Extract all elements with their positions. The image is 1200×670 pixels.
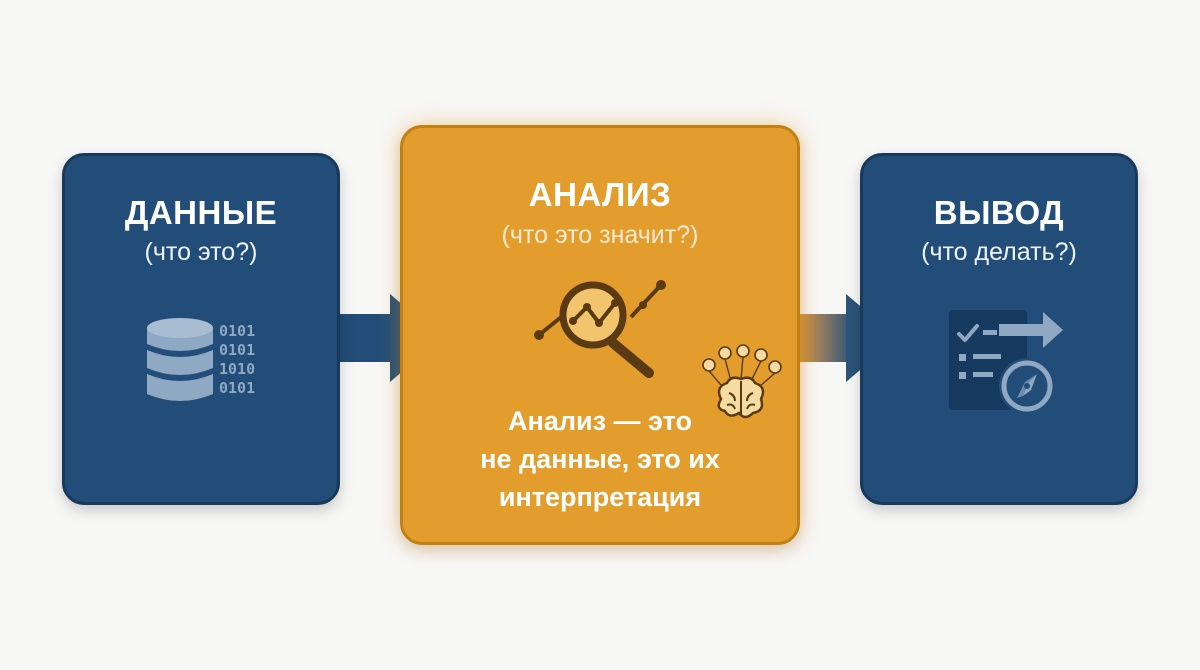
brain-lightbulbs-icon xyxy=(702,344,782,419)
step-data-title: ДАННЫЕ xyxy=(124,194,278,231)
step-analysis-box: АНАЛИЗ (что это значит?) xyxy=(400,125,800,545)
checklist-compass-icon xyxy=(949,310,1063,414)
analysis-quote: Анализ — это не данные, это их интерпрет… xyxy=(423,402,777,516)
magnifier-chart-icon xyxy=(534,280,666,378)
step-conclusion-box: ВЫВОД (что делать?) xyxy=(860,153,1138,505)
binary-line-1: 0101 xyxy=(219,322,255,340)
step-analysis-title: АНАЛИЗ xyxy=(528,176,672,213)
database-icon xyxy=(147,318,213,401)
binary-line-4: 0101 xyxy=(219,379,255,397)
quote-line-1: Анализ — это xyxy=(508,406,692,436)
step-data-subtitle: (что это?) xyxy=(144,238,258,266)
binary-line-2: 0101 xyxy=(219,341,255,359)
quote-line-2: не данные, это их xyxy=(480,444,720,474)
step-data-box: ДАННЫЕ (что это?) 0101 0101 1010 0101 xyxy=(62,153,340,505)
step-conclusion-title: ВЫВОД xyxy=(933,194,1065,231)
binary-code-icon: 0101 0101 1010 0101 xyxy=(219,322,255,397)
step-conclusion-subtitle: (что делать?) xyxy=(921,238,1077,266)
quote-line-3: интерпретация xyxy=(498,482,702,512)
step-analysis-subtitle: (что это значит?) xyxy=(501,221,699,249)
binary-line-3: 1010 xyxy=(219,360,255,378)
